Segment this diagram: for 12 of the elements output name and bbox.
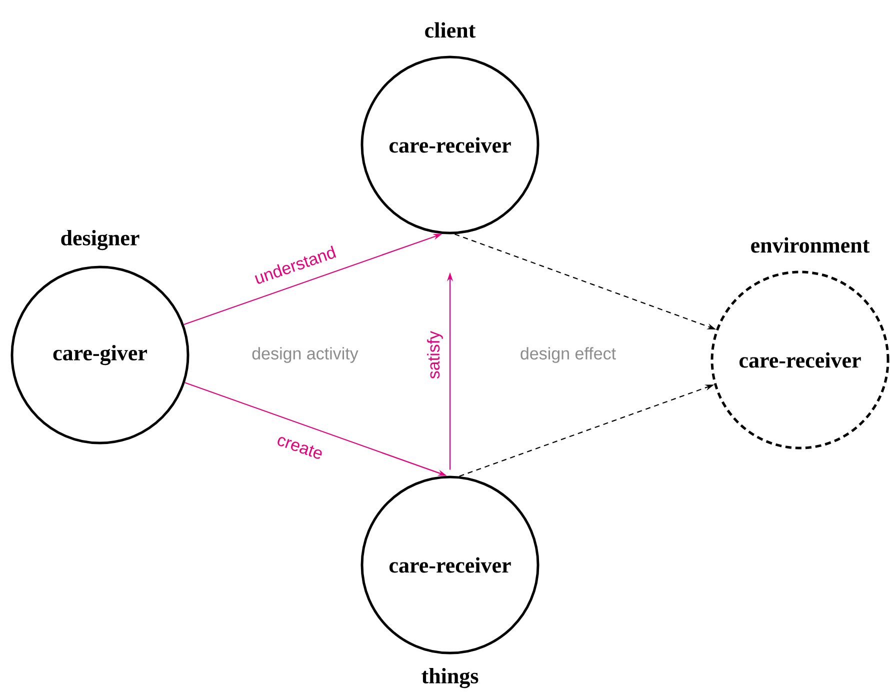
area-label: design activity	[252, 347, 358, 363]
circle-node: care-giver	[10, 266, 190, 444]
edge-label: satisfy	[427, 330, 443, 379]
edge-label: create	[278, 437, 322, 459]
node-heading: things	[422, 668, 478, 688]
circle-node: care-receiver	[360, 476, 540, 654]
node-heading: client	[425, 22, 476, 38]
node-heading: environment	[751, 237, 870, 253]
circle-node: care-receiver	[360, 56, 540, 234]
node-heading: designer	[61, 230, 140, 250]
circle-node: care-receiver	[710, 270, 890, 450]
area-label: design effect	[520, 347, 616, 363]
